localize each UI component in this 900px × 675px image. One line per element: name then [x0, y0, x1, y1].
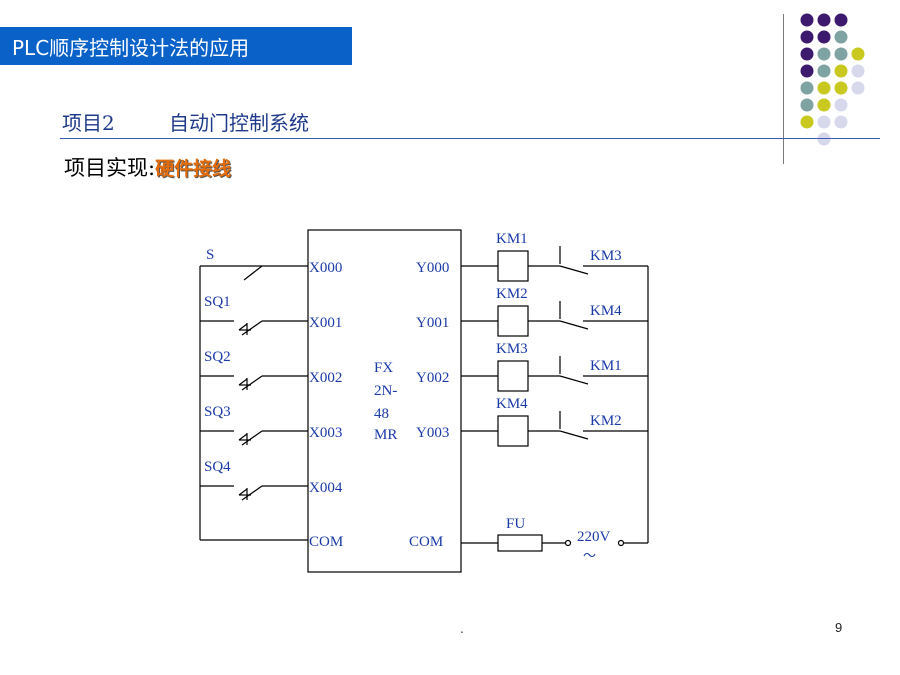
switch-label: SQ4 — [204, 459, 231, 475]
title-banner: PLC顺序控制设计法的应用 — [0, 27, 352, 65]
decor-dot — [817, 30, 831, 44]
decor-dot — [800, 98, 814, 112]
coil — [497, 250, 529, 282]
decor-dot — [800, 13, 814, 27]
interlock-label: KM2 — [590, 413, 622, 429]
plc-output-label: Y002 — [416, 370, 449, 386]
ac-symbol: ～ — [583, 548, 596, 563]
coil — [497, 305, 529, 337]
decor-dot — [834, 81, 848, 95]
plc-input-label: X001 — [309, 315, 342, 331]
coil — [497, 360, 529, 392]
decor-dot — [800, 64, 814, 78]
decor-dot — [800, 81, 814, 95]
decor-dot — [834, 98, 848, 112]
header-rule — [60, 138, 880, 139]
plc-input-label: X003 — [309, 425, 342, 441]
decor-dot — [834, 13, 848, 27]
plc-output-label: Y000 — [416, 260, 449, 276]
coil — [497, 415, 529, 447]
banner-title: PLC顺序控制设计法的应用 — [12, 36, 250, 60]
switch-label: S — [206, 247, 214, 263]
vertical-divider — [783, 14, 784, 164]
page-number: 9 — [835, 620, 843, 635]
coil-label: KM2 — [496, 286, 528, 302]
fuse — [497, 534, 543, 552]
decor-dot — [817, 98, 831, 112]
plc-input-label: X004 — [309, 480, 343, 496]
decor-dot — [851, 81, 865, 95]
decorative-dot-grid — [800, 13, 865, 146]
decor-dot — [851, 47, 865, 61]
switch-label: SQ1 — [204, 294, 231, 310]
footer-dot: . — [460, 622, 464, 636]
plc-output-label: Y001 — [416, 315, 449, 331]
interlock-label: KM1 — [590, 358, 622, 374]
com-right-label: COM — [409, 534, 443, 550]
plc-output-label: Y003 — [416, 425, 449, 441]
plc-model-label: FX — [374, 360, 393, 376]
subtitle: 项目2 自动门控制系统 — [62, 107, 309, 136]
decor-dot — [817, 64, 831, 78]
switch-label: SQ2 — [204, 349, 231, 365]
impl-label: 项目实现: — [64, 156, 156, 180]
subtitle-project: 项目2 — [62, 111, 115, 135]
coil-label: KM1 — [496, 231, 528, 247]
fuse-label: FU — [506, 516, 525, 532]
decor-dot — [851, 64, 865, 78]
decor-dot — [800, 30, 814, 44]
decor-dot — [834, 115, 848, 129]
switch-label: SQ3 — [204, 404, 231, 420]
com-left-label: COM — [309, 534, 343, 550]
plc-model-label: MR — [374, 427, 397, 443]
interlock-label: KM3 — [590, 248, 622, 264]
decor-dot — [817, 47, 831, 61]
decor-dot — [817, 115, 831, 129]
plc-model-label: 48 — [374, 406, 389, 422]
decor-dot — [834, 30, 848, 44]
decor-dot — [817, 81, 831, 95]
interlock-label: KM4 — [590, 303, 622, 319]
coil-label: KM3 — [496, 341, 528, 357]
implementation-heading: 项目实现:硬件接线 — [64, 152, 231, 182]
decor-dot — [834, 64, 848, 78]
impl-highlight: 硬件接线 — [155, 158, 232, 180]
plc-input-label: X000 — [309, 260, 342, 276]
wires — [199, 229, 649, 573]
decor-dot — [817, 132, 831, 146]
decor-dot — [817, 13, 831, 27]
decor-dot — [800, 47, 814, 61]
decor-dot — [800, 115, 814, 129]
subtitle-name: 自动门控制系统 — [169, 111, 309, 135]
plc-box — [307, 229, 462, 573]
supply-label: 220V — [577, 529, 611, 545]
coil-label: KM4 — [496, 396, 528, 412]
plc-input-label: X002 — [309, 370, 342, 386]
plc-model-label: 2N- — [374, 383, 397, 399]
decor-dot — [834, 47, 848, 61]
